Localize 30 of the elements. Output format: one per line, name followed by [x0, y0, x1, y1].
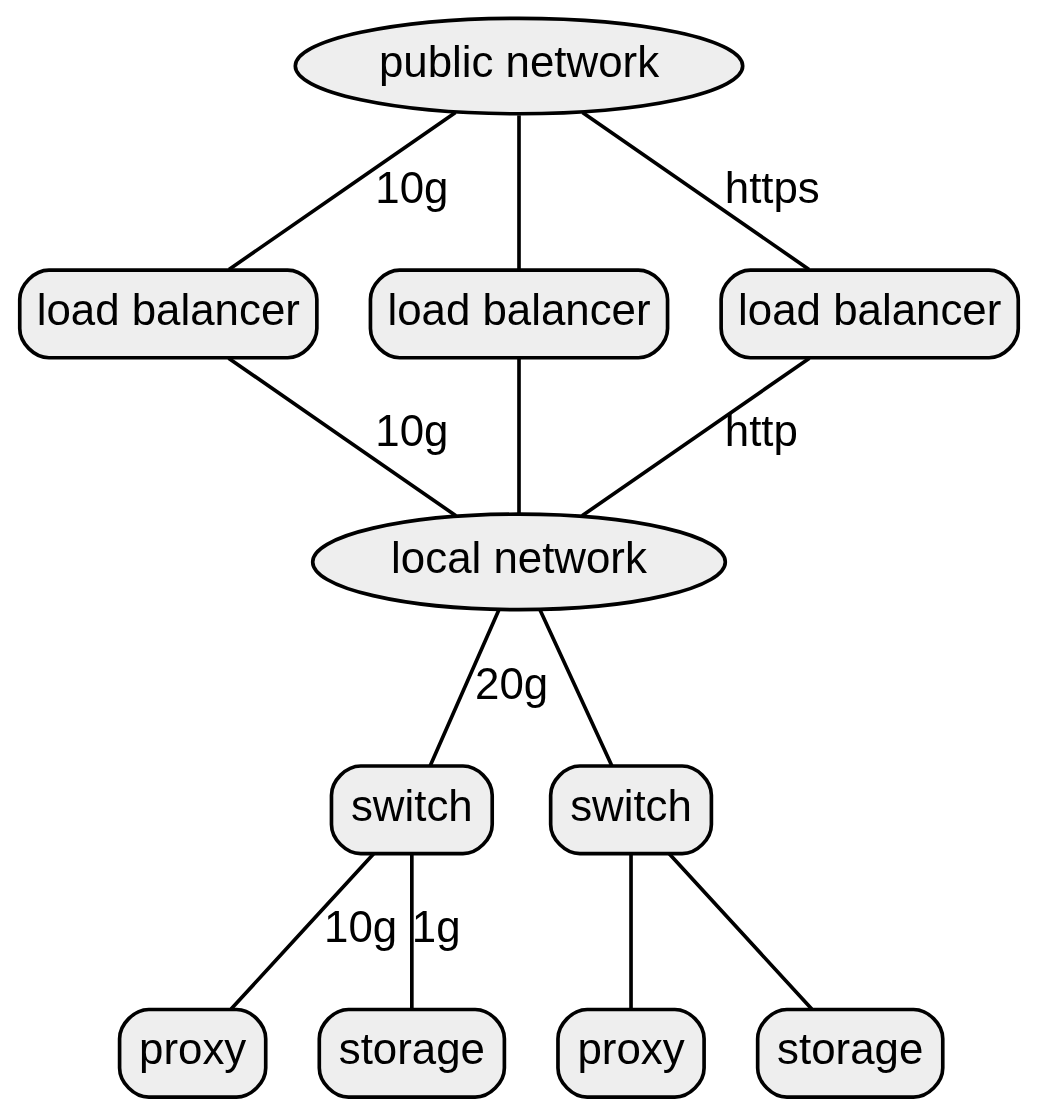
- connector: [580, 356, 810, 518]
- node-box: load balancer: [368, 268, 669, 360]
- node-box: switch: [548, 764, 713, 856]
- edge-label: https: [724, 162, 820, 212]
- node-box: switch: [329, 764, 494, 856]
- edge-label: http: [724, 406, 798, 456]
- node-ellipse: public network: [293, 16, 744, 116]
- edge-label: 10g: [374, 406, 448, 456]
- connector: [516, 358, 521, 514]
- connector: [628, 853, 633, 1009]
- node-box: proxy: [117, 1007, 268, 1099]
- connector: [427, 609, 500, 767]
- edge-label: 20g: [474, 658, 548, 708]
- connector: [409, 853, 414, 1009]
- connector: [580, 111, 810, 271]
- edge-label: 10g: [374, 162, 448, 212]
- node-ellipse: local network: [310, 512, 727, 612]
- node-box: storage: [316, 1007, 506, 1099]
- connector: [229, 852, 375, 1011]
- connector: [516, 115, 521, 270]
- node-box: load balancer: [718, 268, 1020, 360]
- connector: [667, 852, 813, 1011]
- edge-label: 10g: [323, 902, 397, 952]
- node-box: load balancer: [17, 268, 319, 360]
- node-box: storage: [755, 1007, 945, 1099]
- connector: [537, 609, 614, 767]
- edge-label: 1g: [411, 902, 461, 952]
- node-box: proxy: [555, 1007, 706, 1099]
- connector: [227, 356, 457, 518]
- connector: [227, 111, 457, 271]
